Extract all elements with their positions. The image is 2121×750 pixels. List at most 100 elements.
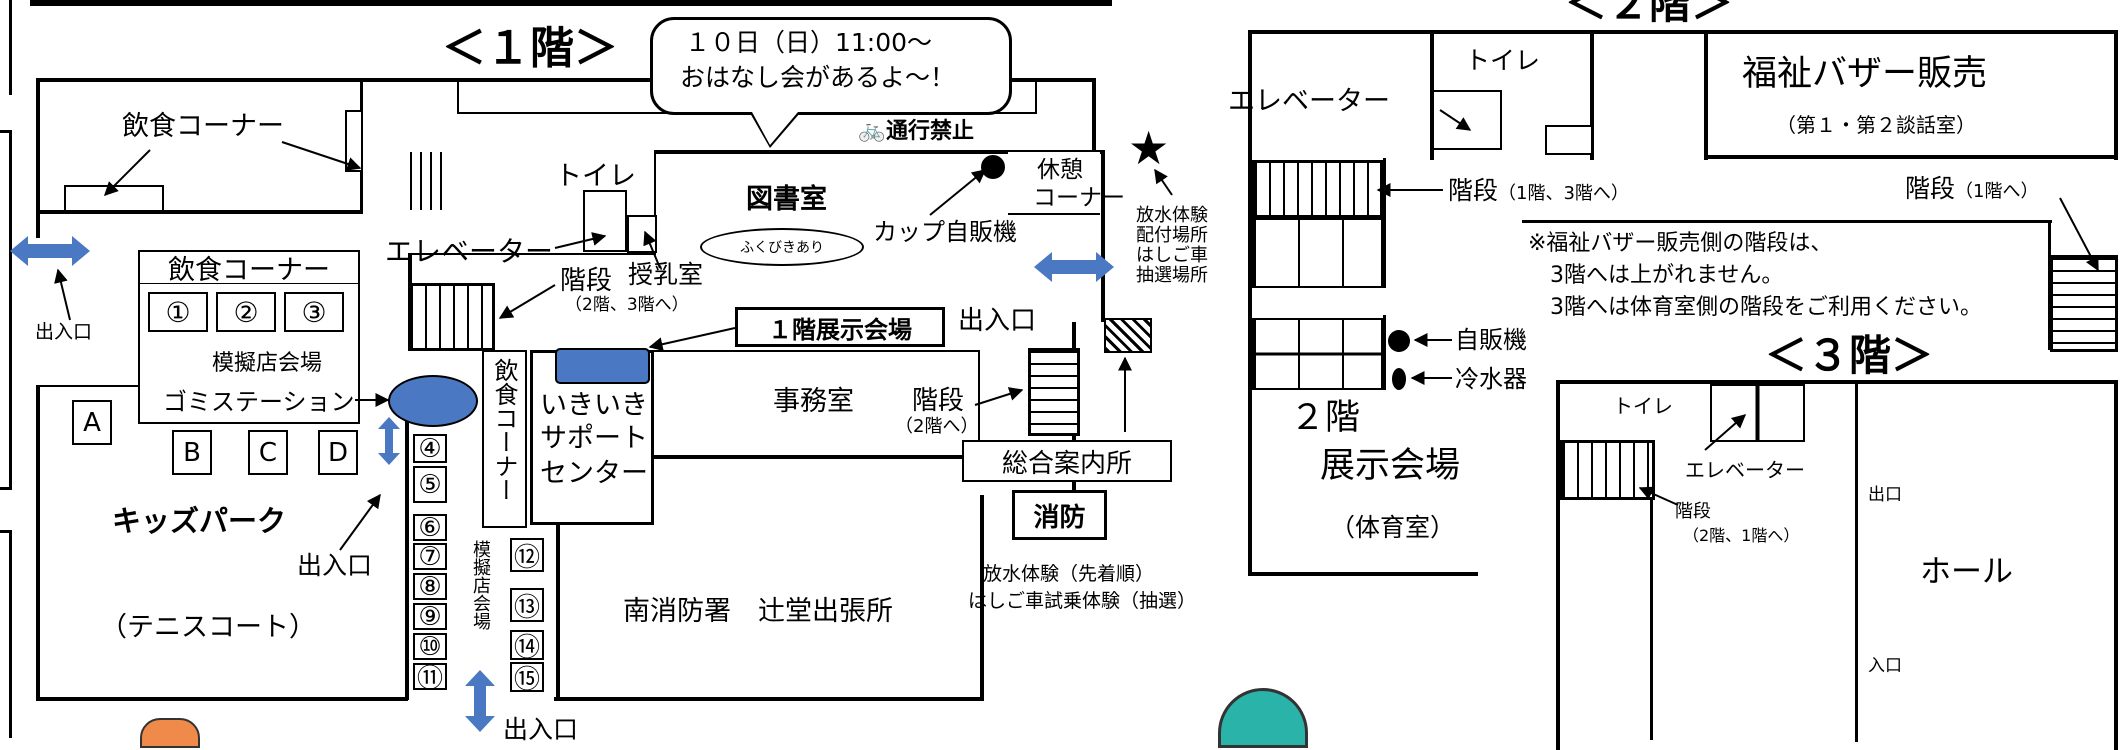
wall <box>1590 30 1594 160</box>
note-line2: 3階へは上がれません。 <box>1550 262 1784 288</box>
bubble-line2: おはなし会があるよ～！ <box>680 63 956 92</box>
wall <box>1704 30 1708 160</box>
elevator-label-3f: エレベーター <box>1685 458 1805 482</box>
wall <box>1706 155 2118 159</box>
counter <box>345 110 363 172</box>
wall <box>654 350 980 352</box>
wall <box>38 210 363 214</box>
booth-a: A <box>72 400 112 445</box>
toilet-label-2f: トイレ <box>1465 46 1541 75</box>
stall-15: ⑮ <box>510 662 544 695</box>
bicycle-icon: 🚲 <box>858 118 886 143</box>
hall-sub: （体育室） <box>1330 513 1456 542</box>
wall <box>36 78 40 238</box>
stall-5: ⑤ <box>413 466 447 503</box>
mock-store-vertical-label: 模擬店会場 <box>470 540 491 630</box>
left-edge <box>0 530 12 738</box>
stairs-note1: （1階へ） <box>1955 181 2039 202</box>
fire-box: 消防 <box>1012 490 1107 540</box>
food-corner-vertical <box>482 350 527 528</box>
bazaar-note: ※福祉バザー販売側の階段は、 3階へは上がれません。 3階へは体育室側の階段をご… <box>1528 228 1982 324</box>
stairs-label-3f: 階段 <box>1675 501 1711 522</box>
entrance-label-kids: 出入口 <box>297 551 373 580</box>
wall <box>554 697 984 701</box>
cup-vending-label: カップ自販機 <box>873 218 1017 246</box>
elevator-label-2f: エレベーター <box>1228 86 1390 117</box>
stairs-1f-left <box>408 283 495 351</box>
double-arrow-icon <box>465 670 495 732</box>
toilet-label: トイレ <box>555 161 636 192</box>
info-desk: 総合案内所 <box>962 440 1172 482</box>
stall-1: ① <box>148 292 208 332</box>
stairs-label-2f: 階段（1階、3階へ） <box>1448 176 1629 205</box>
left-edge <box>0 0 12 95</box>
wall <box>1248 158 1252 576</box>
bazaar-sub: （第１・第２談話室） <box>1776 113 1976 137</box>
no-entry-label: 通行禁止 <box>886 119 975 144</box>
stairs-word: 階段 <box>1905 174 1956 203</box>
stall-11: ⑪ <box>413 663 447 694</box>
stairs-label-right: 階段 <box>912 386 965 416</box>
double-arrow-icon <box>378 417 400 465</box>
note-line1: ※福祉バザー販売側の階段は、 <box>1528 231 1833 256</box>
wall <box>1248 572 1478 576</box>
entrance-label-3f: 入口 <box>1868 656 1902 676</box>
stall-13: ⑬ <box>510 588 544 623</box>
stairs-1f-right <box>1028 348 1080 436</box>
left-edge <box>0 130 12 490</box>
floor1-title: ＜１階＞ <box>442 23 618 74</box>
booth-c: C <box>248 430 288 475</box>
tennis-label: （テニスコート） <box>100 612 316 643</box>
stairs-note-3f: （2階、1階へ） <box>1683 526 1800 545</box>
booth-d: D <box>318 430 358 475</box>
stall-8: ⑧ <box>413 572 447 602</box>
stall-9: ⑨ <box>413 602 447 632</box>
food-corner-label: 飲食コーナー <box>122 111 284 142</box>
toilet-stalls <box>410 152 445 210</box>
wall <box>1650 500 1653 740</box>
entrance-label-left: 出入口 <box>35 321 93 343</box>
toilet-label-3f: トイレ <box>1613 394 1673 418</box>
food-corner-vertical-label: 飲食コーナー <box>490 358 518 502</box>
wall <box>2048 220 2051 350</box>
stall-6: ⑥ <box>413 513 447 543</box>
stairs-label: 階段 <box>560 266 613 296</box>
food-corner-box: 飲食コーナー <box>138 250 360 286</box>
stairs-word: 階段 <box>1448 176 1499 205</box>
stall-10: ⑩ <box>413 632 447 662</box>
fire-exp-label3: はしご車 <box>1136 245 1208 267</box>
wall <box>1383 158 1386 288</box>
library-label: 図書室 <box>746 184 827 215</box>
lockers <box>1252 318 1383 390</box>
floor3-title: ＜３階＞ <box>1765 331 1934 380</box>
mock-store-label: 模擬店会場 <box>212 351 323 376</box>
fire-exp-label2: 配付場所 <box>1136 225 1208 247</box>
wall <box>405 420 409 700</box>
double-arrow-icon <box>1034 252 1114 282</box>
stall-3: ③ <box>284 292 344 332</box>
fire-station-label: 南消防署 辻堂出張所 <box>623 596 893 627</box>
wall <box>980 495 984 700</box>
wall <box>556 455 560 700</box>
bubble-line1: １０日（日）11:00～ <box>685 28 933 57</box>
garbage-label: ゴミステーション <box>163 388 355 416</box>
stall-14: ⑭ <box>510 630 544 663</box>
lottery-oval: ふくびきあり <box>700 228 864 266</box>
fire-exp-label1: 放水体験 <box>1136 205 1208 226</box>
nursing-label: 授乳室 <box>628 260 704 289</box>
wall <box>1092 78 1096 193</box>
elevator-label: エレベーター <box>385 235 554 268</box>
hall-num: ２階 <box>1290 398 1361 438</box>
water-dot <box>1392 368 1406 390</box>
booth-b: B <box>172 430 212 475</box>
bazaar-label: 福祉バザー販売 <box>1742 54 1988 94</box>
stairs-label-2f-right: 階段（1階へ） <box>1905 174 2039 203</box>
hall-label-3f: ホール <box>1920 554 2013 590</box>
fire-note1: 放水体験（先着順） <box>983 563 1155 585</box>
wall <box>36 78 1096 82</box>
wall <box>36 697 408 701</box>
rest-corner <box>1008 150 1100 215</box>
office-label: 事務室 <box>773 386 854 417</box>
wall <box>36 385 141 387</box>
